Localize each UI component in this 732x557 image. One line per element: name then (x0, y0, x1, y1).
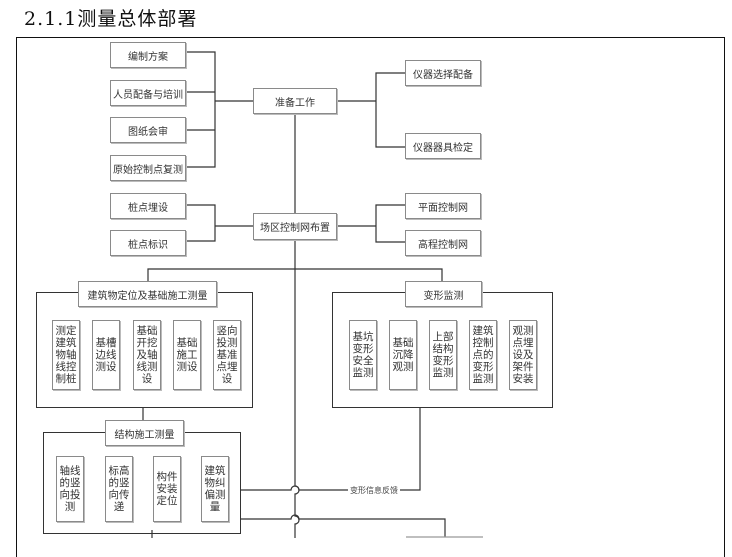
structure-item-text: 构件安装定位 (156, 471, 178, 507)
foundation-item: 基础开挖及轴线测设 (133, 320, 161, 390)
deformation-title-box: 变形监测 (405, 281, 482, 307)
prep-equipment-item: 仪器器具检定 (405, 133, 481, 159)
structure-item: 标高的竖向传递 (105, 456, 133, 522)
structure-lower-link (240, 514, 446, 537)
feedback-label: 变形信息反馈 (348, 485, 400, 496)
site-right-bracket (337, 204, 405, 243)
connector-lines (142, 51, 483, 538)
structure-item-text: 轴线的竖向投测 (59, 465, 81, 513)
deformation-item: 建筑控制点的变形监测 (469, 320, 497, 390)
structure-title-box: 结构施工测量 (105, 420, 184, 446)
foundation-item: 基槽边线测设 (92, 320, 120, 390)
prep-left-bracket (186, 51, 216, 168)
prep-right-bracket (337, 72, 405, 148)
site-right-item: 高程控制网 (405, 230, 481, 256)
prep-item: 编制方案 (110, 42, 186, 68)
foundation-title-box: 建筑物定位及基础施工测量 (78, 281, 217, 307)
structure-item-text: 标高的竖向传递 (108, 465, 130, 513)
deformation-item: 基础沉降观测 (389, 320, 417, 390)
foundation-item: 测定建筑物轴线控制桩 (52, 320, 80, 390)
structure-item: 构件安装定位 (153, 456, 181, 522)
deformation-item-text: 上部结构变形监测 (432, 331, 454, 379)
prep-item: 人员配备与培训 (110, 80, 186, 106)
deformation-item: 基坑变形安全监测 (349, 320, 377, 390)
site-left-item: 桩点埋设 (110, 193, 186, 219)
prep-item: 原始控制点复测 (110, 155, 186, 181)
structure-item: 轴线的竖向投测 (56, 456, 84, 522)
section-heading: 2.1.1测量总体部署 (24, 8, 198, 30)
deformation-item-text: 基础沉降观测 (392, 337, 414, 373)
prep-equipment-item: 仪器选择配备 (405, 60, 481, 86)
deformation-item-text: 基坑变形安全监测 (352, 331, 374, 379)
site-left-item: 桩点标识 (110, 230, 186, 256)
foundation-item: 竖向投测基准点埋设 (213, 320, 241, 390)
deformation-item: 观测点埋设及架件安装 (509, 320, 537, 390)
foundation-item: 基础施工测设 (173, 320, 201, 390)
structure-item-text: 建筑物纠偏测量 (204, 465, 226, 513)
feedback-line (240, 408, 421, 491)
site-control-title-box: 场区控制网布置 (253, 213, 337, 240)
trunk-segment-2 (294, 240, 300, 538)
site-left-bracket (186, 204, 253, 242)
prep-title-box: 准备工作 (253, 88, 337, 114)
prep-item: 图纸会审 (110, 117, 186, 143)
foundation-item-text: 基槽边线测设 (95, 337, 117, 373)
structure-item: 建筑物纠偏测量 (201, 456, 229, 522)
prep-left-ticks (186, 91, 215, 131)
foundation-item-text: 基础开挖及轴线测设 (136, 325, 158, 385)
deformation-item-text: 观测点埋设及架件安装 (512, 325, 534, 385)
site-right-item: 平面控制网 (405, 193, 481, 219)
diagram-frame (16, 37, 725, 557)
foundation-item-text: 测定建筑物轴线控制桩 (55, 325, 77, 385)
deformation-item: 上部结构变形监测 (429, 320, 457, 390)
deformation-item-text: 建筑控制点的变形监测 (472, 325, 494, 385)
foundation-item-text: 竖向投测基准点埋设 (216, 325, 238, 385)
foundation-item-text: 基础施工测设 (176, 337, 198, 373)
branch-groups (147, 268, 443, 281)
